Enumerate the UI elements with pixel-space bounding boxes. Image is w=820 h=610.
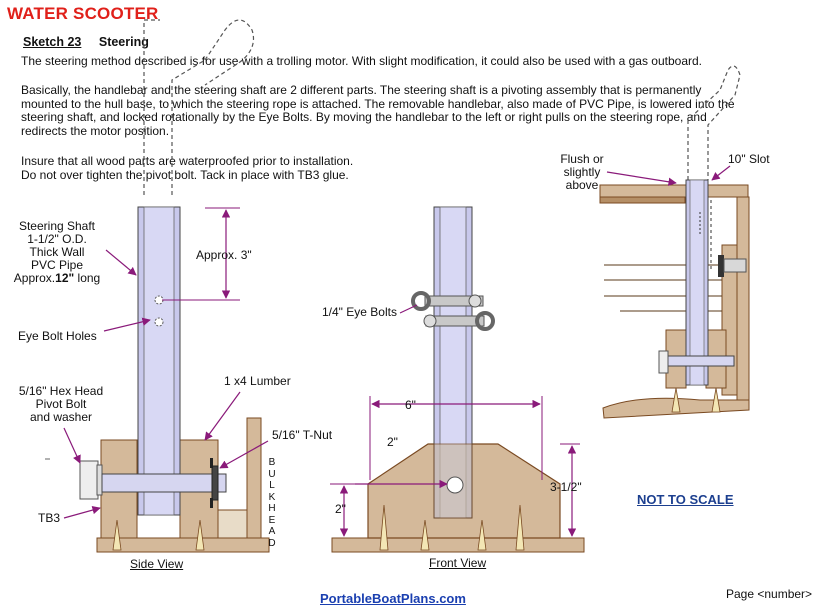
pivot-bolt-line-1: 5/16" Hex Head — [18, 384, 104, 398]
page-title: WATER SCOOTER — [7, 4, 159, 23]
steering-shaft-label: Steering Shaft 1-1/2" O.D. Thick Wall PV… — [5, 220, 109, 285]
sketch-heading: Sketch 23 Steering — [23, 35, 149, 49]
width-dimension: 6" — [405, 398, 416, 412]
lumber-label: 1 x4 Lumber — [224, 374, 291, 388]
description-paragraph: Basically, the handlebar and the steerin… — [21, 83, 735, 138]
eye-bolt-holes-label: Eye Bolt Holes — [18, 329, 97, 343]
steering-shaft-line-2: 1-1/2" O.D. — [27, 232, 87, 246]
site-link[interactable]: PortableBoatPlans.com — [320, 591, 466, 606]
eye-bolt-hole-top — [154, 295, 164, 305]
steering-shaft-line-3: Thick Wall — [29, 245, 85, 259]
deck-board — [599, 184, 749, 198]
not-to-scale-note: NOT TO SCALE — [637, 492, 734, 507]
waterproof-note: Insure that all wood parts are waterproo… — [21, 154, 354, 168]
slot-label: 10" Slot — [728, 152, 770, 166]
bulkhead-label: B U L K H E A D — [268, 457, 276, 549]
sketch-number: Sketch 23 — [23, 35, 82, 49]
pivot-bolt-label: 5/16" Hex Head Pivot Bolt and washer — [8, 385, 114, 424]
side-base-board — [96, 537, 270, 553]
hex-head-bolt — [79, 460, 99, 500]
steering-shaft-length: Approx.12" long — [13, 271, 101, 285]
pivot-hole — [446, 476, 464, 494]
front-view-drawing — [330, 206, 585, 553]
pivot-bolt-line-3: and washer — [29, 410, 93, 424]
length-value: 12" — [55, 271, 75, 285]
t-nut-label: 5/16" T-Nut — [272, 428, 333, 442]
page-number: Page <number> — [726, 587, 813, 601]
front-view-caption: Front View — [429, 556, 487, 570]
pivot-bolt-line-2: Pivot Bolt — [35, 397, 87, 411]
side-view-drawing — [45, 19, 270, 553]
eye-bolt-left — [411, 291, 431, 311]
top-height-dimension: 2" — [387, 435, 398, 449]
side-view-caption: Side View — [130, 557, 184, 571]
mount-view-drawing — [599, 65, 750, 419]
eye-bolt-hole-bottom — [154, 317, 164, 327]
hull-wall — [736, 196, 750, 410]
bottom-height-dimension: 2" — [335, 502, 346, 516]
steering-shaft-line-1: Steering Shaft — [18, 219, 96, 233]
steering-shaft-line-4: PVC Pipe — [30, 258, 84, 272]
pivot-bolt-note: Do not over tighten the pivot bolt. Tack… — [21, 167, 349, 182]
flush-label: Flush or slightly above — [560, 152, 604, 192]
eye-bolts-label: 1/4" Eye Bolts — [322, 305, 397, 319]
t-nut — [211, 465, 219, 501]
approx-depth-label: Approx. 3" — [196, 248, 252, 262]
instructions-paragraph: Insure that all wood parts are waterproo… — [21, 154, 751, 182]
pivot-bolt-shank — [101, 473, 227, 493]
total-height-dimension: 3-1/2" — [550, 480, 582, 494]
bulkhead-board — [246, 417, 262, 539]
intro-paragraph: The steering method described is for use… — [21, 54, 703, 68]
sketch-title: Steering — [98, 35, 149, 49]
tb3-label: TB3 — [38, 511, 61, 525]
front-base-board — [331, 537, 585, 553]
eye-bolt-right — [475, 311, 495, 331]
